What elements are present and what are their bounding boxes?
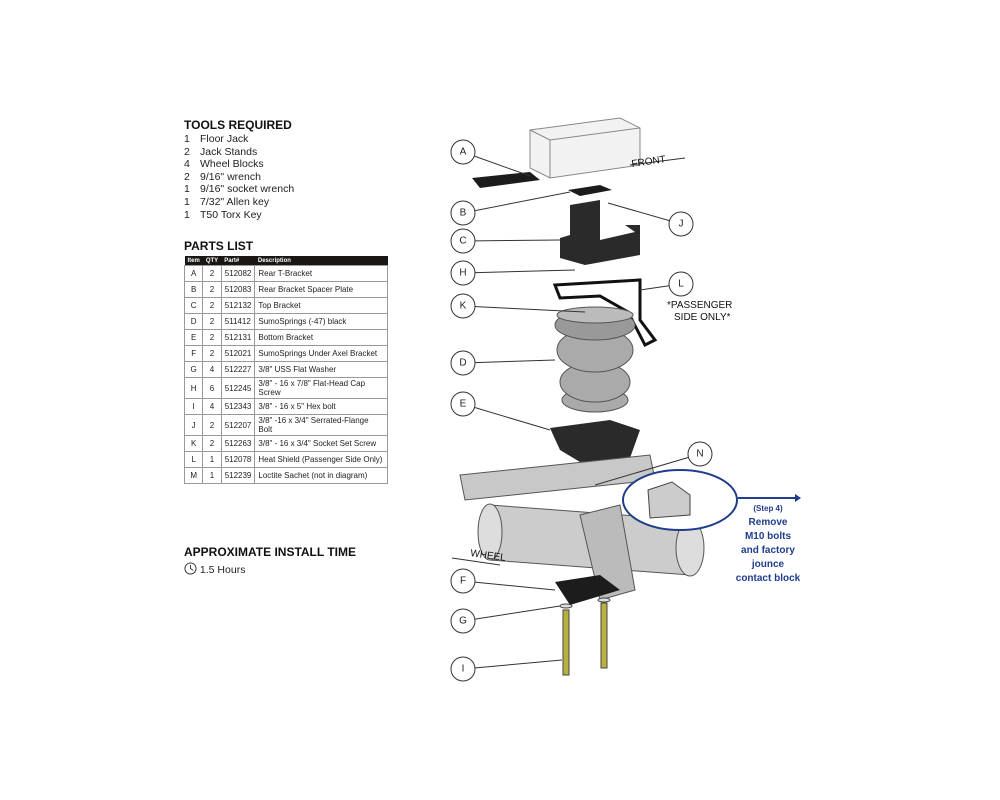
tool-name: Wheel Blocks — [200, 158, 264, 171]
tool-name: 7/32" Allen key — [200, 195, 270, 208]
callout-f: F — [450, 568, 556, 594]
column-header: Part# — [221, 256, 255, 266]
callout-k: K — [450, 293, 586, 319]
callout-letter: G — [459, 616, 467, 627]
step4-line: contact block — [736, 573, 801, 584]
tools-title: TOOLS REQUIRED — [184, 118, 292, 132]
column-header: Description — [254, 256, 388, 266]
tool-item: 1 Floor Jack — [184, 133, 294, 146]
callout-letter: C — [459, 236, 466, 247]
callout-i: I — [450, 656, 563, 682]
callout-letter: E — [460, 399, 467, 410]
step4-line: M10 bolts — [745, 531, 792, 542]
tool-qty: 1 — [184, 208, 190, 221]
u-bracket — [579, 504, 636, 601]
tool-name: T50 Torx Key — [200, 208, 262, 221]
callout-e: E — [450, 391, 551, 431]
tool-name: Jack Stands — [200, 145, 258, 158]
wheel-arrow — [451, 557, 501, 566]
table-cell: Loctite Sachet (not in diagram) — [254, 467, 388, 484]
install-time-value: 1.5 Hours — [199, 564, 246, 576]
callout-g: G — [450, 605, 561, 634]
under-axle-bracket — [555, 575, 620, 605]
table-cell: 2 — [202, 329, 222, 346]
callout-l: L — [639, 271, 694, 297]
column-header: QTY — [202, 256, 222, 266]
front-arrow — [629, 157, 686, 166]
callout-letter: L — [678, 279, 684, 290]
tool-qty: 1 — [184, 133, 190, 145]
wheel-label: WHEEL — [470, 548, 507, 564]
top-bracket — [560, 200, 640, 265]
tool-name: 9/16" wrench — [200, 170, 261, 183]
table-cell: 4 — [202, 398, 222, 415]
tool-item: 1 7/32" Allen key — [184, 196, 294, 209]
front-label: FRONT — [631, 154, 667, 170]
callout-letter: H — [459, 268, 466, 279]
tool-name: Floor Jack — [200, 133, 249, 145]
tool-item: 1 9/16" socket wrench — [184, 183, 294, 196]
tool-qty: 1 — [184, 195, 190, 208]
callout-letter: K — [460, 301, 467, 312]
table-cell: M — [183, 467, 204, 484]
callout-letter: D — [459, 358, 466, 369]
tool-name: 9/16" socket wrench — [200, 183, 295, 196]
bottom-bracket — [550, 420, 640, 462]
spacer-plate — [568, 185, 612, 196]
tool-item: 1 T50 Torx Key — [184, 209, 294, 222]
tool-qty: 1 — [184, 183, 190, 196]
tool-qty: 4 — [184, 158, 190, 171]
callout-h: H — [450, 260, 576, 286]
callout-letter: N — [696, 449, 703, 460]
clock-icon — [184, 562, 197, 575]
table-cell: 2 — [202, 414, 222, 436]
rear-t-bracket — [472, 172, 540, 188]
heat-shield — [552, 278, 658, 348]
callout-letter: J — [679, 219, 684, 230]
passenger-note-1: *PASSENGER — [667, 300, 732, 311]
frame-rail — [529, 117, 641, 179]
callout-letter: A — [460, 147, 467, 158]
tool-item: 2 Jack Stands — [184, 146, 294, 159]
parts-title: PARTS LIST — [184, 239, 254, 253]
callout-letter: I — [462, 664, 465, 675]
tool-qty: 2 — [184, 170, 190, 183]
tools-list: 1 Floor Jack 2 Jack Stands 4 Wheel Blocks 2 9/1… — [184, 133, 294, 221]
passenger-note-2: SIDE ONLY* — [674, 312, 731, 323]
step4-line: and factory — [741, 545, 795, 556]
hex-bolts — [559, 597, 611, 676]
step4-line: (Step 4) — [753, 504, 783, 513]
table-cell: 1 — [202, 467, 222, 484]
column-header: Item — [184, 256, 203, 266]
tool-qty: 2 — [184, 145, 190, 158]
install-time: 1.5 Hours — [184, 562, 245, 576]
jounce-block — [647, 481, 691, 519]
callout-a: A — [450, 139, 531, 177]
step4-line: Remove — [749, 517, 788, 528]
sumo-spring — [554, 306, 636, 413]
callout-d: D — [450, 350, 556, 376]
install-time-title: APPROXIMATE INSTALL TIME — [184, 545, 357, 559]
step4-line: jounce — [751, 559, 785, 570]
tool-item: 4 Wheel Blocks — [184, 158, 294, 171]
callout-letter: F — [460, 576, 466, 587]
tool-item: 2 9/16" wrench — [184, 171, 294, 184]
callout-j: J — [607, 202, 694, 237]
callout-c: C — [450, 228, 561, 254]
callout-n: N — [594, 441, 713, 486]
callout-letter: B — [460, 208, 467, 219]
callout-b: B — [450, 191, 571, 226]
